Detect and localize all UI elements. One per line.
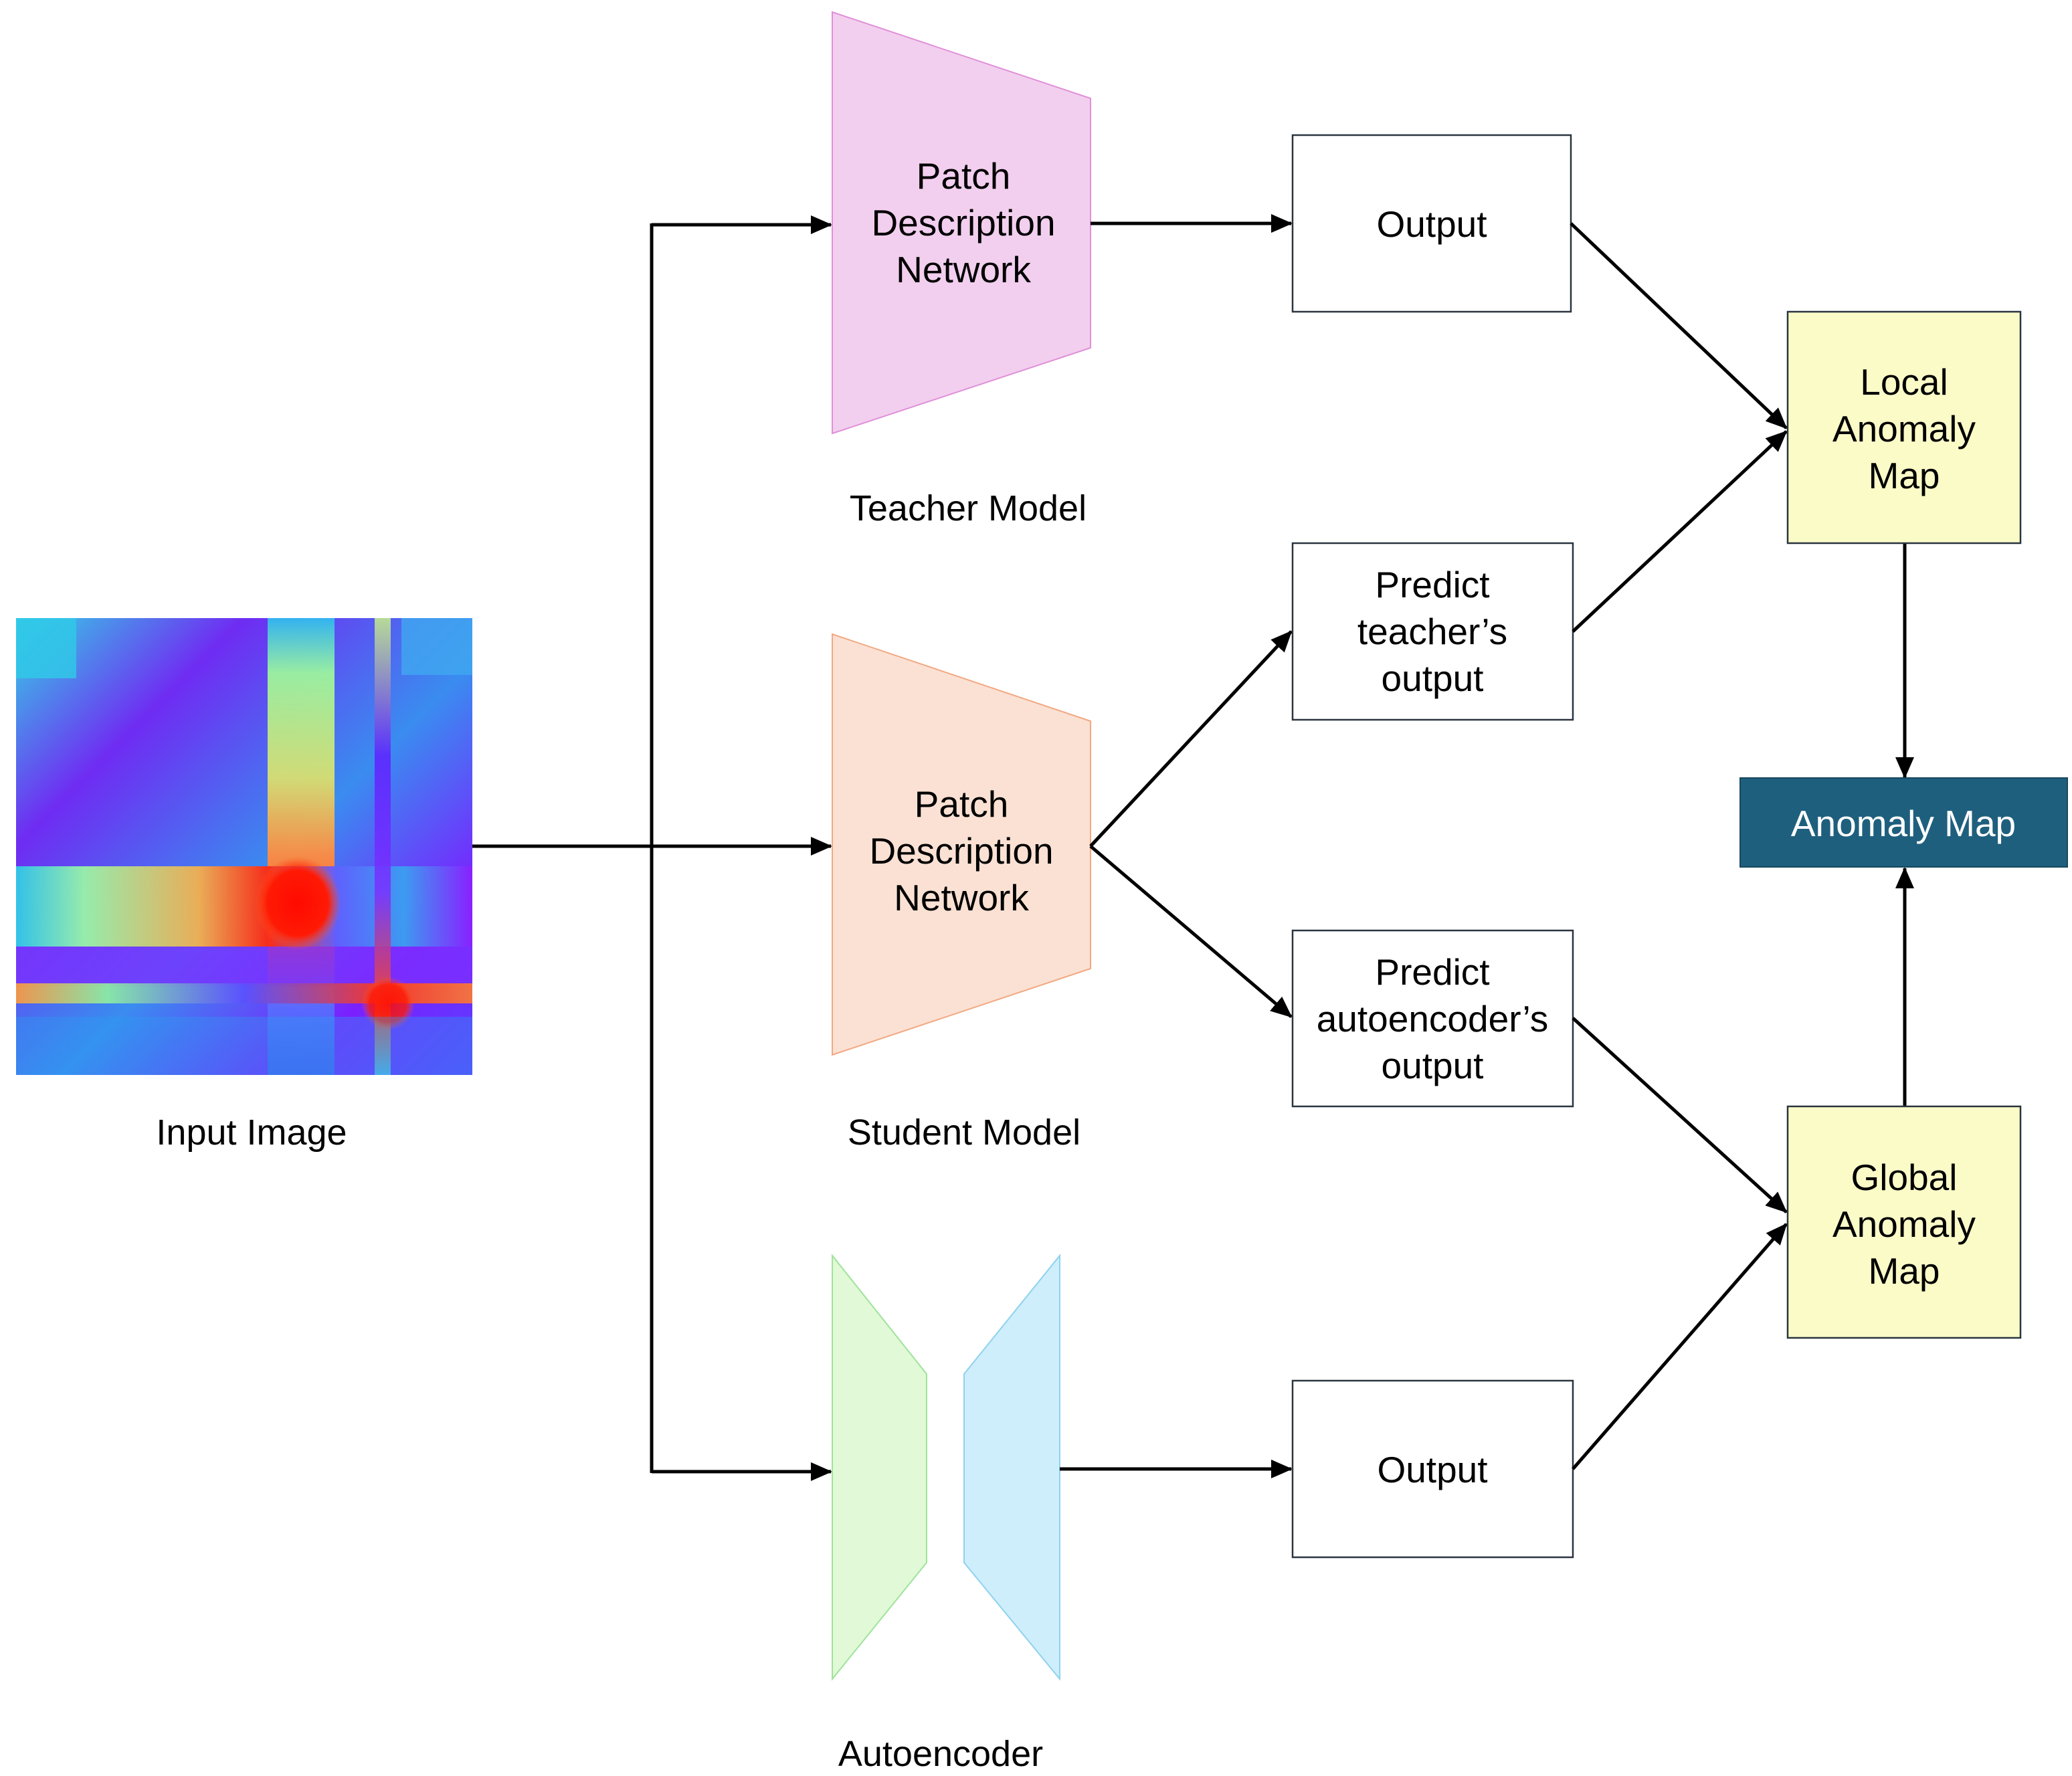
global-anomaly-map-box [1786,1105,2022,1339]
svg-text:Local: Local [1860,361,1948,403]
teacher-network-label: Patch Description Network [871,155,1055,290]
local-anomaly-map-box [1786,310,2022,545]
input-connectors [472,215,832,1481]
local-anomaly-map-label: Local Anomaly Map [1832,361,1976,496]
svg-text:Predict: Predict [1375,564,1489,605]
svg-text:Patch: Patch [915,783,1009,825]
teacher-network-shape [832,11,1091,435]
svg-text:teacher’s: teacher’s [1357,611,1507,652]
teacher-output-label: Output [1376,203,1487,245]
student-network-label: Patch Description Network [869,783,1053,918]
input-image [16,618,472,1075]
svg-text:Patch: Patch [917,155,1011,197]
svg-text:Description: Description [869,830,1053,872]
input-image-caption: Input Image [156,1112,347,1153]
student-network-shape [832,633,1091,1056]
svg-text:Anomaly: Anomaly [1832,408,1976,450]
map-connectors [1570,222,1914,1470]
svg-text:Network: Network [894,877,1029,918]
autoencoder-encoder-shape [832,1254,927,1681]
svg-text:Global: Global [1851,1157,1958,1198]
svg-text:output: output [1382,658,1484,699]
predict-autoencoder-box [1291,929,1574,1108]
svg-text:Network: Network [896,249,1031,290]
svg-text:Anomaly: Anomaly [1832,1203,1976,1245]
global-anomaly-map-label: Global Anomaly Map [1832,1157,1976,1292]
student-model-caption: Student Model [848,1112,1080,1153]
network-connectors [1060,214,1293,1478]
svg-text:autoencoder’s: autoencoder’s [1317,998,1549,1040]
autoencoder-output-label: Output [1377,1449,1487,1490]
predict-teacher-box [1291,542,1574,721]
teacher-output-box [1291,134,1572,313]
predict-teacher-label: Predict teacher’s output [1357,564,1507,699]
teacher-model-caption: Teacher Model [850,488,1087,528]
autoencoder-caption: Autoencoder [838,1734,1043,1774]
svg-text:Predict: Predict [1375,951,1489,993]
autoencoder-decoder-shape [963,1254,1060,1681]
svg-text:Description: Description [871,202,1055,243]
anomaly-map-label: Anomaly Map [1791,803,2016,844]
anomaly-map-box [1739,777,2068,868]
svg-text:output: output [1382,1045,1484,1086]
autoencoder-output-box [1291,1379,1574,1559]
predict-autoencoder-label: Predict autoencoder’s output [1317,951,1549,1086]
svg-text:Map: Map [1869,1250,1940,1292]
svg-text:Map: Map [1869,455,1940,496]
